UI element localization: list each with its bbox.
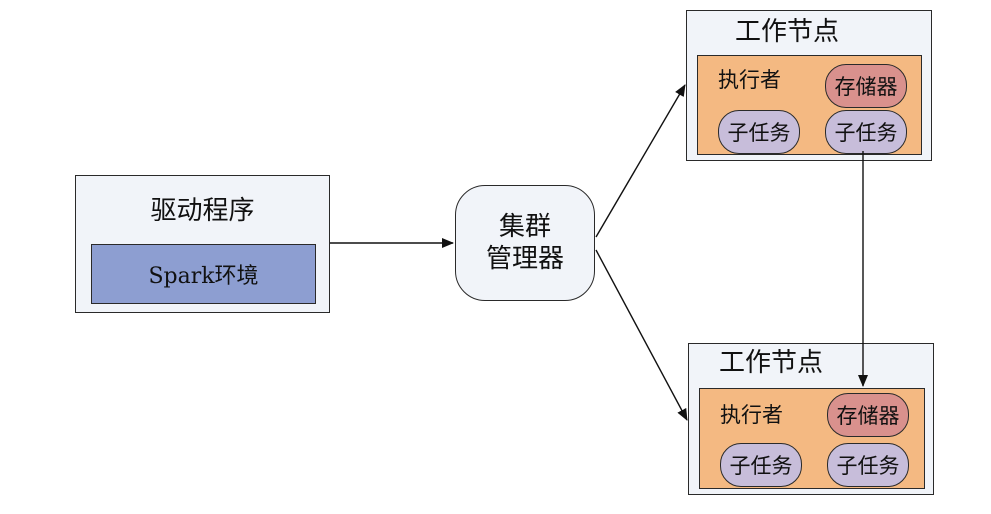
executor-label: 执行者 [718, 68, 781, 92]
cluster-manager-line2: 管理器 [485, 244, 564, 274]
cluster-manager: 集群 管理器 [455, 185, 595, 301]
executor-label: 执行者 [720, 403, 783, 427]
subtask-pill: 子任务 [718, 110, 800, 154]
worker-node-top: 工作节点 执行者 存储器 子任务 子任务 [686, 10, 932, 161]
arrow-cluster-to-worker-bottom [595, 249, 688, 421]
driver-program-title: 驱动程序 [150, 196, 255, 226]
worker-node-title: 工作节点 [719, 348, 824, 378]
spark-environment: Spark环境 [91, 244, 316, 304]
cluster-manager-line1: 集群 [498, 212, 551, 242]
executor-box: 执行者 存储器 子任务 子任务 [697, 55, 922, 155]
worker-node-title: 工作节点 [735, 17, 840, 47]
storage-pill: 存储器 [825, 64, 907, 108]
subtask-pill: 子任务 [825, 110, 907, 154]
driver-program-box: 驱动程序 Spark环境 [75, 175, 330, 313]
executor-box: 执行者 存储器 子任务 子任务 [699, 388, 925, 489]
worker-node-bottom: 工作节点 执行者 存储器 子任务 子任务 [688, 343, 934, 495]
arrow-cluster-to-worker-top [595, 84, 686, 238]
subtask-pill: 子任务 [827, 443, 909, 487]
storage-pill: 存储器 [827, 393, 909, 437]
subtask-pill: 子任务 [720, 443, 802, 487]
